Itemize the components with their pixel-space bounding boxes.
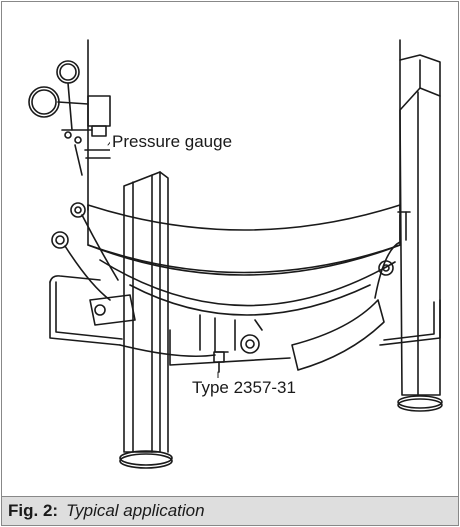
illustration-frame <box>1 1 459 497</box>
figure-number: Fig. 2: <box>8 501 59 520</box>
right-piping <box>291 211 441 371</box>
tank-illustration <box>28 39 443 469</box>
valve-type-label: Type 2357-31 <box>190 378 298 398</box>
left-leg <box>119 171 173 469</box>
figure-title: Typical application <box>66 501 205 520</box>
caption-bar: Fig. 2: Typical application <box>1 497 459 526</box>
right-leg <box>397 54 443 412</box>
pressure-gauge-assembly <box>28 60 111 176</box>
left-piping <box>49 202 216 357</box>
tank-body <box>87 39 401 316</box>
valve-assembly <box>169 314 291 373</box>
pressure-gauge-label: Pressure gauge <box>110 132 235 152</box>
